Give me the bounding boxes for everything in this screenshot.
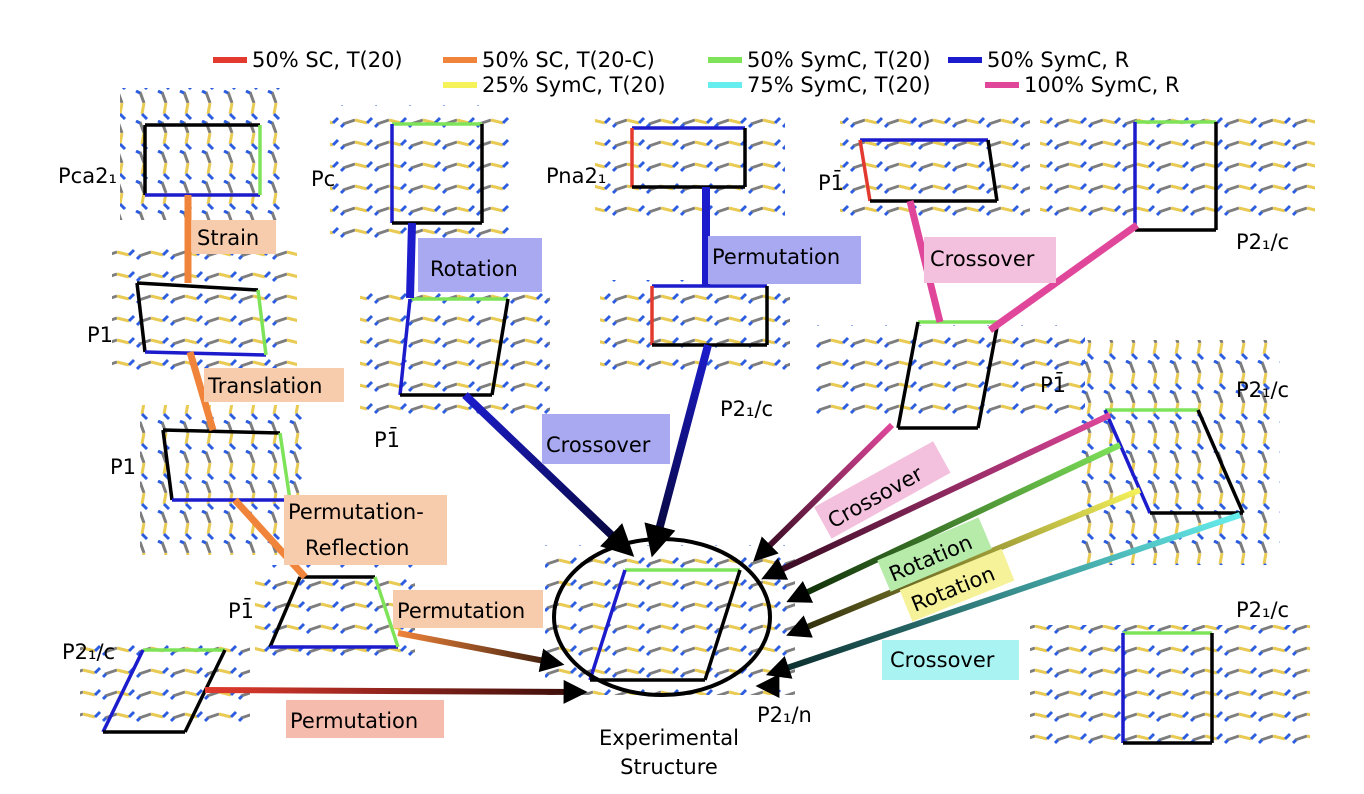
legend-label: 50% SymC, R <box>987 48 1129 72</box>
space-group-p1bar-mid-right: P1̄ <box>1040 372 1066 397</box>
legend-label: 50% SC, T(20-C) <box>482 48 655 72</box>
space-group-p1bar-mid-left: P1̄ <box>374 427 400 452</box>
molecules-p21c-mid <box>600 280 790 380</box>
legend-label: 75% SymC, T(20) <box>747 73 931 97</box>
label-permutation-left: Permutation <box>397 599 525 623</box>
unit-cells <box>101 120 1245 745</box>
legend-item: 50% SymC, T(20) <box>708 48 931 72</box>
arrow-crossover-pink-a <box>753 422 895 562</box>
arrow-crossover-cyan-a <box>765 512 1241 679</box>
arrow-crossover-pink-b <box>761 412 1112 580</box>
label-box-translation <box>204 368 344 402</box>
arrow-rotation-yellow <box>786 487 1142 638</box>
space-group-p21c-bottom-left: P2₁/c <box>62 640 115 664</box>
path-translation <box>186 351 217 431</box>
space-group-p1-upper: P1 <box>87 323 113 347</box>
legend: 50% SC, T(20) 50% SC, T(20-C) 50% SymC, … <box>213 48 1180 97</box>
unit-cell-pc <box>390 122 484 225</box>
path-crossover-top-b <box>987 222 1140 333</box>
legend-item: 25% SymC, T(20) <box>443 73 666 97</box>
label-box-permutation-reflection <box>284 495 447 565</box>
label-box-strain <box>192 220 276 254</box>
space-group-pna21: Pna2₁ <box>546 164 606 188</box>
legend-label: 25% SymC, T(20) <box>482 73 666 97</box>
unit-cell-p21c-bottom-left <box>101 648 227 734</box>
arrow-rotation-green <box>786 442 1122 603</box>
space-group-p21c-right: P2₁/c <box>1236 378 1289 402</box>
arrow-permutation-bottom <box>204 679 588 704</box>
label-box-crossover-left <box>542 414 670 464</box>
experimental-label-line1: Experimental <box>599 726 739 750</box>
label-strain: Strain <box>197 226 259 250</box>
molecules-p21c-bottom-right <box>1030 625 1310 755</box>
experimental-structure-label: Experimental Structure <box>599 726 739 779</box>
space-group-p1bar-top: P1̄ <box>818 170 844 195</box>
unit-cell-p1bar-top <box>858 138 999 203</box>
legend-item: 75% SymC, T(20) <box>708 73 931 97</box>
unit-cell-p1-upper <box>135 281 268 357</box>
unit-cell-experimental <box>588 568 742 682</box>
label-translation: Translation <box>207 374 322 398</box>
molecules-p1bar-top <box>840 115 1030 225</box>
space-group-pca21: Pca2₁ <box>58 164 117 188</box>
space-group-p21c-top-right: P2₁/c <box>1236 230 1289 254</box>
molecules-experimental <box>545 545 795 695</box>
legend-item: 100% SymC, R <box>985 73 1180 97</box>
legend-label: 100% SymC, R <box>1024 73 1180 97</box>
label-crossover-top-right: Crossover <box>930 247 1035 271</box>
unit-cell-p21c-bottom-right <box>1121 631 1214 745</box>
unit-cell-pna21 <box>630 126 747 189</box>
pathways <box>184 187 1241 704</box>
molecules-p1bar-lower <box>255 565 415 665</box>
unit-cell-p1bar-lower <box>268 575 400 649</box>
label-crossover-left: Crossover <box>546 433 651 457</box>
label-permutation-reflection-2: Reflection <box>305 536 410 560</box>
label-box-crossover-top-right <box>924 237 1056 283</box>
molecules-p21c-top-right <box>1040 115 1315 225</box>
label-permutation-bottom: Permutation <box>290 709 418 733</box>
arrow-crossover-mid <box>644 343 712 558</box>
unit-cell-p1bar-mid-right <box>896 320 1000 430</box>
unit-cell-p1-lower <box>161 428 292 502</box>
legend-item: 50% SymC, R <box>948 48 1129 72</box>
legend-label: 50% SymC, T(20) <box>747 48 931 72</box>
legend-item: 50% SC, T(20-C) <box>443 48 655 72</box>
molecules-pna21 <box>595 115 785 225</box>
unit-cell-p1bar-mid-left <box>398 297 510 397</box>
path-rotation <box>406 222 416 299</box>
unit-cell-p21c-top-right <box>1133 120 1218 232</box>
label-box-crossover-bottom-right <box>882 640 1019 680</box>
label-box-rotation-yellow <box>899 548 1015 622</box>
label-box-rotation-top <box>418 238 542 292</box>
label-rotation-top: Rotation <box>430 257 518 281</box>
space-group-pc: Pc <box>311 167 335 191</box>
space-group-p1bar-lower: P1̄ <box>228 598 254 623</box>
label-box-rotation-green <box>877 517 992 592</box>
label-box-permutation-top <box>708 236 861 284</box>
molecules-p21c-right <box>1080 340 1280 565</box>
molecules-p1bar-mid-right <box>815 325 1085 425</box>
label-permutation-top: Permutation <box>712 245 840 269</box>
legend-item: 50% SC, T(20) <box>213 48 403 72</box>
label-permutation-reflection-1: Permutation- <box>288 500 424 524</box>
space-group-p21c-mid: P2₁/c <box>720 397 773 421</box>
molecule-clusters <box>80 88 1315 755</box>
space-group-p1-lower: P1 <box>110 455 136 479</box>
legend-label: 50% SC, T(20) <box>252 48 403 72</box>
label-box-crossover-right <box>814 441 951 539</box>
label-crossover-bottom-right: Crossover <box>890 648 995 672</box>
arrow-crossover-left <box>462 392 635 557</box>
space-group-labels: Pca2₁ Pc Pna2₁ P1̄ P2₁/c P1 P1̄ P2₁/c P1… <box>58 164 1289 727</box>
arrow-permutation-left <box>397 630 565 673</box>
unit-cell-p21c-right <box>1103 408 1245 515</box>
space-group-p21n-center: P2₁/n <box>757 703 812 727</box>
operation-labels: Strain Translation Permutation- Reflecti… <box>192 220 1056 738</box>
label-box-permutation-bottom <box>286 700 444 738</box>
label-box-permutation-left <box>393 590 543 628</box>
experimental-label-line2: Structure <box>620 755 718 779</box>
unit-cell-pca21 <box>143 123 262 197</box>
space-group-p21c-bottom-right: P2₁/c <box>1236 598 1289 622</box>
